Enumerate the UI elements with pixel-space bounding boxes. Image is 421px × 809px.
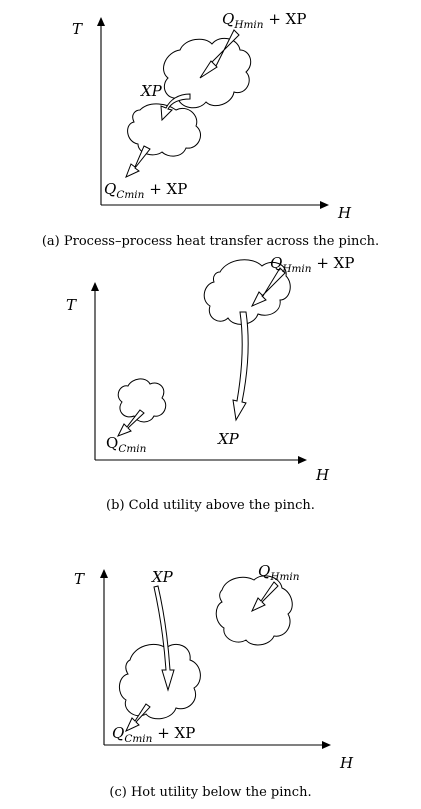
panel-a-bottom-label: QCmin + XP (104, 180, 187, 201)
panel-b: T H QHmin + XP XP QCmin (66, 254, 354, 484)
panel-a-cross-arrow-icon (161, 94, 190, 120)
panel-a-bottom-arrow-icon (126, 146, 150, 177)
panel-a: T H QHmin + XP XP QCmin + XP (72, 10, 352, 222)
panel-a-x-label: H (337, 204, 352, 222)
panel-b-xp-arrow-icon (233, 312, 248, 420)
panel-c-y-label: T (74, 570, 85, 588)
panel-b-mid-label: XP (217, 430, 240, 448)
panel-b-bottom-label: QCmin (106, 434, 147, 455)
panel-c-bottom-arrow-icon (126, 704, 150, 731)
panel-c-xp-arrow-icon (154, 586, 174, 690)
panel-b-x-label: H (315, 466, 330, 484)
panel-c-left-cloud (119, 644, 200, 718)
panel-c-bottom-label: QCmin + XP (112, 724, 195, 745)
panel-c: T H QHmin XP QCmin + XP (74, 562, 354, 772)
panel-b-top-label: QHmin + XP (270, 254, 354, 275)
panel-c-x-label: H (339, 754, 354, 772)
panel-c-top-label: QHmin (258, 562, 300, 583)
panel-a-top-arrow-icon (200, 30, 239, 78)
panel-c-mid-label: XP (151, 568, 174, 586)
panel-a-caption: (a) Process–process heat transfer across… (0, 234, 421, 249)
panel-c-caption: (c) Hot utility below the pinch. (0, 785, 421, 800)
panel-b-caption: (b) Cold utility above the pinch. (0, 498, 421, 513)
panel-a-top-label: QHmin + XP (222, 10, 306, 31)
panel-a-y-label: T (72, 20, 83, 38)
panel-c-top-arrow-icon (252, 582, 278, 611)
panel-b-y-label: T (66, 296, 77, 314)
panel-a-mid-label: XP (140, 82, 163, 100)
